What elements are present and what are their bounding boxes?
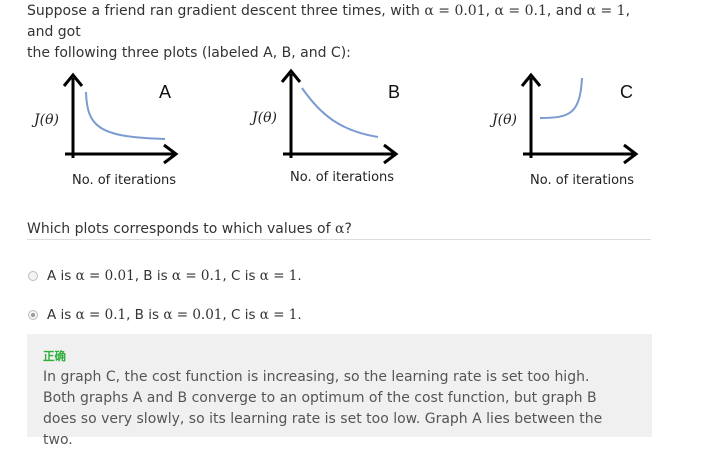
question-text: Suppose a friend ran gradient descent th… xyxy=(27,1,657,64)
option-math: α = 0.01 xyxy=(163,307,223,323)
option-text: , B is xyxy=(126,307,160,323)
cost-curve xyxy=(539,77,583,119)
y-axis-label: J(θ) xyxy=(249,110,277,126)
y-axis-arrow xyxy=(520,72,542,87)
plot-c: C J(θ) No. of iterations xyxy=(489,70,650,190)
option-math: α = 1 xyxy=(259,268,298,284)
radio-button-selected[interactable] xyxy=(28,310,38,320)
feedback-title: 正确 xyxy=(43,349,66,363)
plot-a: A J(θ) No. of iterations xyxy=(30,70,190,190)
y-axis-arrow xyxy=(280,68,302,83)
x-axis-arrow xyxy=(383,143,399,165)
x-axis-arrow xyxy=(623,143,639,165)
plot-label: C xyxy=(620,82,633,102)
plot-c-figure: C J(θ) No. of iterations xyxy=(489,72,639,188)
prompt-variable: α xyxy=(334,221,345,237)
feedback-explanation: In graph C, the cost function is increas… xyxy=(43,369,603,448)
y-axis-label: J(θ) xyxy=(489,112,517,128)
answer-option-1[interactable]: A is α = 0.01, B is α = 0.1, C is α = 1. xyxy=(27,265,647,287)
y-axis-arrow xyxy=(62,72,84,87)
plot-label: A xyxy=(159,82,171,102)
option-end: . xyxy=(297,307,302,323)
option-text: A is xyxy=(47,307,72,323)
option-text: , C is xyxy=(222,268,256,284)
option-text: A is xyxy=(47,268,72,284)
plot-a-figure: A J(θ) No. of iterations xyxy=(31,72,179,188)
option-text: , C is xyxy=(222,307,256,323)
option-math: α = 0.01 xyxy=(75,268,135,284)
option-end: . xyxy=(297,268,302,284)
question-continuation: , and got xyxy=(27,3,631,40)
option-text: , B is xyxy=(134,268,168,284)
alpha-value-1: α = 0.01 xyxy=(424,3,486,19)
x-axis-arrow xyxy=(163,143,179,165)
feedback-box: 正确 In graph C, the cost function is incr… xyxy=(27,334,652,448)
option-math: α = 0.1 xyxy=(75,307,127,323)
option-math: α = 0.1 xyxy=(171,268,223,284)
prompt-text: Which plots corresponds to which values … xyxy=(27,221,331,237)
question-separator: , and xyxy=(546,3,583,19)
cost-curve xyxy=(301,87,379,138)
plot-b-figure: B J(θ) No. of iterations xyxy=(249,68,400,185)
option-math: α = 1 xyxy=(259,307,298,323)
x-axis-label: No. of iterations xyxy=(72,173,176,188)
x-axis-label: No. of iterations xyxy=(290,170,394,185)
y-axis-label: J(θ) xyxy=(31,112,59,128)
x-axis-label: No. of iterations xyxy=(530,173,634,188)
plot-b: B J(θ) No. of iterations xyxy=(249,66,410,186)
question-separator: , xyxy=(485,3,491,19)
prompt-question-mark: ? xyxy=(344,221,352,237)
question-line-2: the following three plots (labeled A, B,… xyxy=(27,45,351,61)
alpha-value-2: α = 0.1 xyxy=(494,3,547,19)
alpha-value-3: α = 1 xyxy=(586,3,626,19)
question-intro: Suppose a friend ran gradient descent th… xyxy=(27,3,420,19)
answer-option-2[interactable]: A is α = 0.1, B is α = 0.01, C is α = 1. xyxy=(27,304,647,326)
plot-label: B xyxy=(388,82,400,102)
match-prompt: Which plots corresponds to which values … xyxy=(27,219,651,240)
cost-curve xyxy=(85,91,166,140)
radio-button[interactable] xyxy=(28,271,38,281)
